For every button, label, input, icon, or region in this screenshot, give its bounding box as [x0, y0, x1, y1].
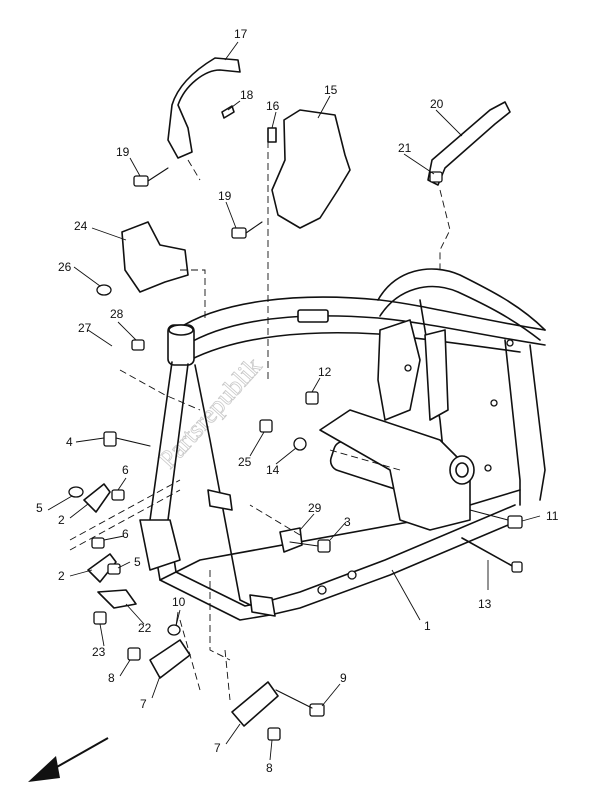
plate-7-left — [149, 639, 191, 679]
front-direction-arrow-icon — [28, 737, 109, 782]
callout-7-left: 7 — [140, 697, 147, 711]
callout-27: 27 — [78, 321, 92, 335]
fasteners — [68, 167, 523, 741]
tab-18 — [221, 105, 235, 119]
callout-6-upper: 6 — [122, 463, 129, 477]
callout-5-upper: 5 — [36, 501, 43, 515]
plate-7-right — [231, 681, 279, 727]
callout-17: 17 — [234, 27, 248, 41]
plate-16 — [267, 127, 277, 143]
callout-19-lower: 19 — [218, 189, 232, 203]
callout-29: 29 — [308, 501, 322, 515]
cover-bracket-17 — [167, 57, 241, 159]
callout-16: 16 — [266, 99, 280, 113]
callout-25: 25 — [238, 455, 252, 469]
callout-26: 26 — [58, 260, 72, 274]
callout-6-lower: 6 — [122, 527, 129, 541]
main-frame — [139, 268, 546, 621]
callout-15: 15 — [324, 83, 338, 97]
callout-21: 21 — [398, 141, 412, 155]
callouts: 17 18 16 15 20 21 19 19 24 26 27 28 4 6 … — [36, 27, 559, 775]
callout-2-lower: 2 — [58, 569, 65, 583]
callout-2-upper: 2 — [58, 513, 65, 527]
callout-11: 11 — [546, 509, 559, 523]
plate-29 — [279, 527, 303, 553]
callout-1: 1 — [424, 619, 431, 633]
plate-2-upper — [83, 483, 111, 513]
leader-lines — [47, 41, 541, 761]
callout-22: 22 — [138, 621, 152, 635]
bracket-24 — [121, 221, 189, 293]
callout-18: 18 — [240, 88, 254, 102]
callout-8-left: 8 — [108, 671, 115, 685]
plate-2-lower — [87, 553, 117, 583]
callout-3: 3 — [344, 515, 351, 529]
assembly-lines — [69, 130, 451, 701]
callout-4: 4 — [66, 435, 73, 449]
bracket-22 — [97, 589, 137, 609]
callout-12: 12 — [318, 365, 332, 379]
cover-15 — [271, 109, 351, 229]
callout-10: 10 — [172, 595, 186, 609]
callout-24: 24 — [74, 219, 88, 233]
callout-23: 23 — [92, 645, 106, 659]
callout-7-right: 7 — [214, 741, 221, 755]
callout-20: 20 — [430, 97, 444, 111]
callout-28: 28 — [110, 307, 124, 321]
callout-8-right: 8 — [266, 761, 273, 775]
callout-5-lower: 5 — [134, 555, 141, 569]
callout-13: 13 — [478, 597, 492, 611]
callout-14: 14 — [266, 463, 280, 477]
callout-9: 9 — [340, 671, 347, 685]
callout-19-upper: 19 — [116, 145, 130, 159]
